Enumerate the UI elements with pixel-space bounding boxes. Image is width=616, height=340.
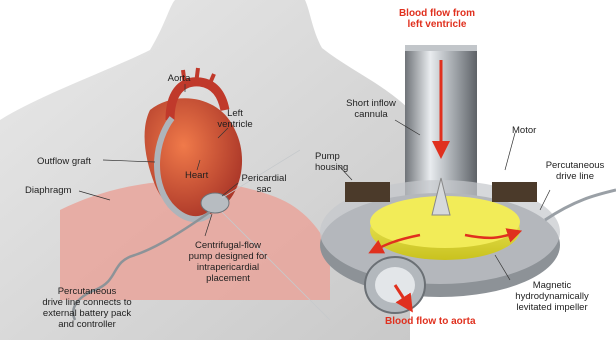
motor-right xyxy=(492,182,537,202)
label-short-inflow: Short inflow cannula xyxy=(333,98,409,120)
label-outflow-graft: Outflow graft xyxy=(37,156,91,167)
label-blood-flow-from: Blood flow from left ventricle xyxy=(372,8,502,30)
label-percutaneous-right: Percutaneous drive line xyxy=(540,160,610,182)
motor-left xyxy=(345,182,390,202)
label-aorta: Aorta xyxy=(159,73,199,84)
label-magnetic-impeller: Magnetic hydrodynamically levitated impe… xyxy=(500,280,604,313)
label-diaphragm: Diaphragm xyxy=(25,185,71,196)
right-drive-line xyxy=(545,190,616,220)
label-blood-flow-to-aorta: Blood flow to aorta xyxy=(385,316,476,327)
label-left-ventricle: Left ventricle xyxy=(205,108,265,130)
label-pump-housing: Pump housing xyxy=(315,151,348,173)
label-heart: Heart xyxy=(185,170,208,181)
label-centrifugal-pump: Centrifugal-flow pump designed for intra… xyxy=(178,240,278,284)
label-motor: Motor xyxy=(512,125,536,136)
label-pericardial-sac: Pericardial sac xyxy=(234,173,294,195)
label-percutaneous-left: Percutaneous drive line connects to exte… xyxy=(22,286,152,330)
